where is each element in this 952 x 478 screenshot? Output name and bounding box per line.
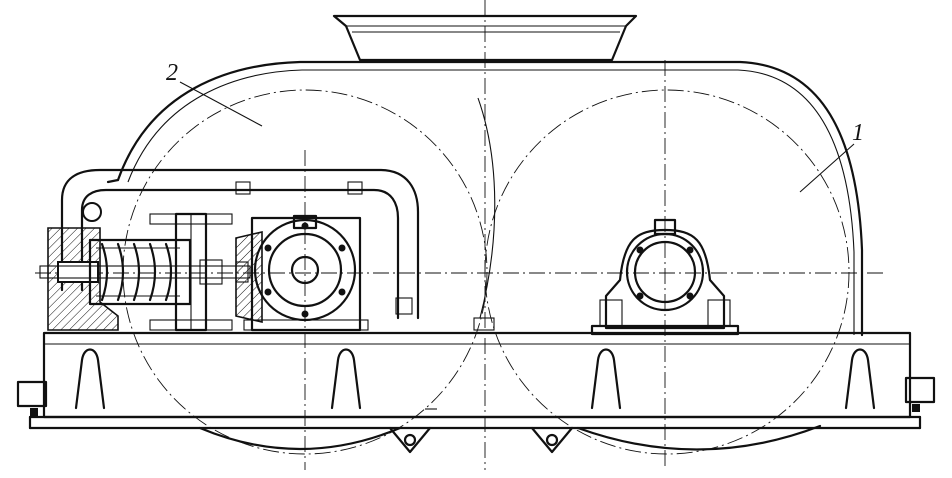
callout-2: 2 bbox=[166, 60, 178, 86]
discharge-brackets bbox=[388, 426, 574, 454]
left-bearing-housing bbox=[235, 214, 369, 332]
callout-1: 1 bbox=[852, 120, 864, 146]
roll-1 bbox=[484, 89, 850, 455]
rolls bbox=[122, 89, 850, 455]
callout-leaders bbox=[179, 81, 855, 193]
anchor-lugs bbox=[16, 376, 936, 416]
compression-spring bbox=[88, 238, 192, 306]
guide-post bbox=[149, 212, 233, 332]
casing bbox=[106, 60, 864, 337]
spring-frame bbox=[60, 168, 420, 320]
feed-hopper bbox=[332, 14, 638, 62]
roll-lower-arcs bbox=[198, 424, 822, 451]
base-ribs bbox=[74, 348, 876, 410]
base-frame bbox=[28, 331, 922, 430]
roll-2 bbox=[122, 89, 488, 455]
base-bolts bbox=[395, 297, 495, 331]
